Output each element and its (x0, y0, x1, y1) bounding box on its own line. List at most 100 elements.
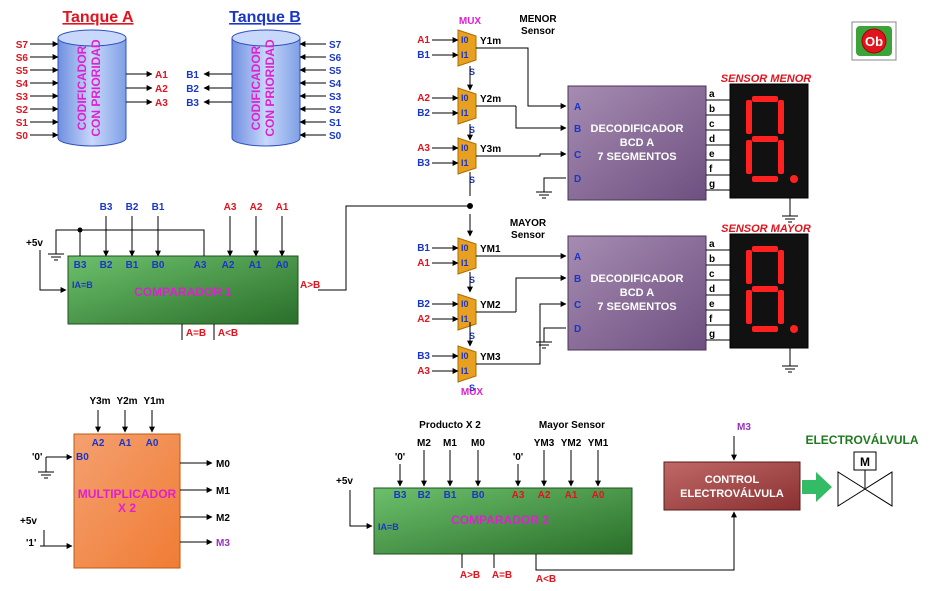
comp2-cascade-pin: IA=B (378, 522, 399, 532)
comp2-supply: +5v (336, 476, 353, 487)
mux-pin-i1: I1 (461, 108, 469, 118)
comp1-pin-b: B3 (74, 260, 87, 271)
control-output-arrow (802, 472, 832, 502)
mux-select-label: S (469, 331, 475, 341)
encoder-a-input-label: S0 (16, 131, 29, 142)
menor-sensor-1: MENOR (519, 14, 557, 25)
ground-icon (38, 464, 54, 479)
encoder-a-input-label: S7 (16, 40, 29, 51)
multiplier-label: MULTIPLICADOR (78, 487, 177, 501)
comp1-input-b: B1 (152, 202, 165, 213)
comparator-1-body (67, 255, 299, 325)
multiplier-label: X 2 (118, 501, 136, 515)
display-segment (778, 290, 784, 324)
valve-title: ELECTROVÁLVULA (805, 432, 918, 447)
decoder-output-pin: d (709, 284, 715, 295)
mult-output: M0 (216, 459, 230, 470)
decoder-output-pin: b (709, 254, 715, 265)
comp2-pin-a: A3 (512, 490, 525, 501)
mux-pin-i1: I1 (461, 258, 469, 268)
comparator-2-label: COMPARADOR 2 (451, 513, 549, 527)
seven-segment-display (729, 233, 809, 349)
decoder-output-pin: a (709, 89, 715, 100)
comp1-input-b: B3 (100, 202, 113, 213)
mux-output-label: YM1 (480, 244, 501, 255)
mult-pin-a: A2 (92, 438, 105, 449)
display-dot (790, 175, 798, 183)
decoder-label: DECODIFICADOR (591, 273, 684, 285)
comp2-input-b: M2 (417, 438, 431, 449)
mux-input-i1: A3 (417, 366, 430, 377)
encoder-a-input-label: S4 (16, 79, 29, 90)
mult-pin-a: A0 (146, 438, 159, 449)
decoder-output-pin: a (709, 239, 715, 250)
comp1-pin-a: A0 (276, 260, 289, 271)
mux-input-i0: A1 (417, 35, 430, 46)
mux-input-i1: B1 (417, 50, 430, 61)
decoder-output-pin: b (709, 104, 715, 115)
comp1-out-eq: A=B (186, 328, 206, 339)
comp2-pin-a: A1 (565, 490, 578, 501)
mux-pin-i0: I0 (461, 243, 469, 253)
mult-pin-b0: B0 (76, 452, 89, 463)
display-segment (752, 286, 778, 292)
encoder-a-output-label: A1 (155, 70, 168, 81)
mux-input-i0: B1 (417, 243, 430, 254)
display-segment (752, 326, 778, 332)
decoder-label: BCD A (620, 287, 654, 299)
encoder-a-cylinder: CODIFICADOR CON PRIORIDAD (57, 29, 127, 147)
mux-input-i0: A3 (417, 143, 430, 154)
mux-output-label: Y1m (480, 36, 501, 47)
valve-icon: M (837, 451, 893, 507)
ob-badge[interactable]: Ob (851, 21, 897, 61)
encoder-a-input-label: S2 (16, 105, 29, 116)
encoder-a-label-1: CODIFICADOR (75, 45, 89, 130)
decoder-body (567, 85, 707, 201)
comp2-pin-a: A0 (592, 490, 605, 501)
decoder-output-pin: f (709, 314, 713, 325)
comp2-pin-b: B2 (418, 490, 431, 501)
mayor-sensor-1: MAYOR (510, 218, 547, 229)
ground-icon (782, 208, 798, 223)
display-dot (790, 325, 798, 333)
display-segment (752, 96, 778, 102)
mux-output-label: Y3m (480, 144, 501, 155)
mux-output-label: YM3 (480, 352, 501, 363)
mux-top-label: MUX (459, 16, 482, 27)
ob-badge-text: Ob (865, 34, 883, 49)
comp1-out-gt: A>B (300, 280, 320, 291)
valve-left (837, 471, 866, 507)
comp2-group-mayor: Mayor Sensor (539, 420, 605, 431)
ground-icon (782, 358, 798, 373)
multiplier-body (73, 433, 181, 569)
comp1-cascade-wire (39, 250, 67, 293)
wire-c (516, 151, 567, 157)
display-segment (746, 290, 752, 324)
comp1-tie (79, 229, 205, 256)
control-body (663, 461, 801, 511)
menor-sensor-2: Sensor (521, 26, 555, 37)
encoder-b-label-2: CON PRIORIDAD (263, 39, 277, 137)
mux-pin-i1: I1 (461, 314, 469, 324)
decoder-label: BCD A (620, 137, 654, 149)
mult-zero-label: '0' (32, 452, 42, 463)
comp1-to-mux-wire (318, 203, 473, 291)
display-segment (752, 246, 778, 252)
mux-input-i1: B3 (417, 158, 430, 169)
comparator-1-label: COMPARADOR 1 (134, 285, 232, 299)
encoder-a-output-label: A3 (155, 98, 168, 109)
comp2-input-a: YM2 (561, 438, 582, 449)
decoder-input-pin: A (574, 252, 581, 263)
comp2-input-a: YM1 (588, 438, 609, 449)
decoder-label: 7 SEGMENTOS (597, 151, 676, 163)
control-label: CONTROL (705, 474, 760, 486)
wire-d (543, 177, 566, 184)
